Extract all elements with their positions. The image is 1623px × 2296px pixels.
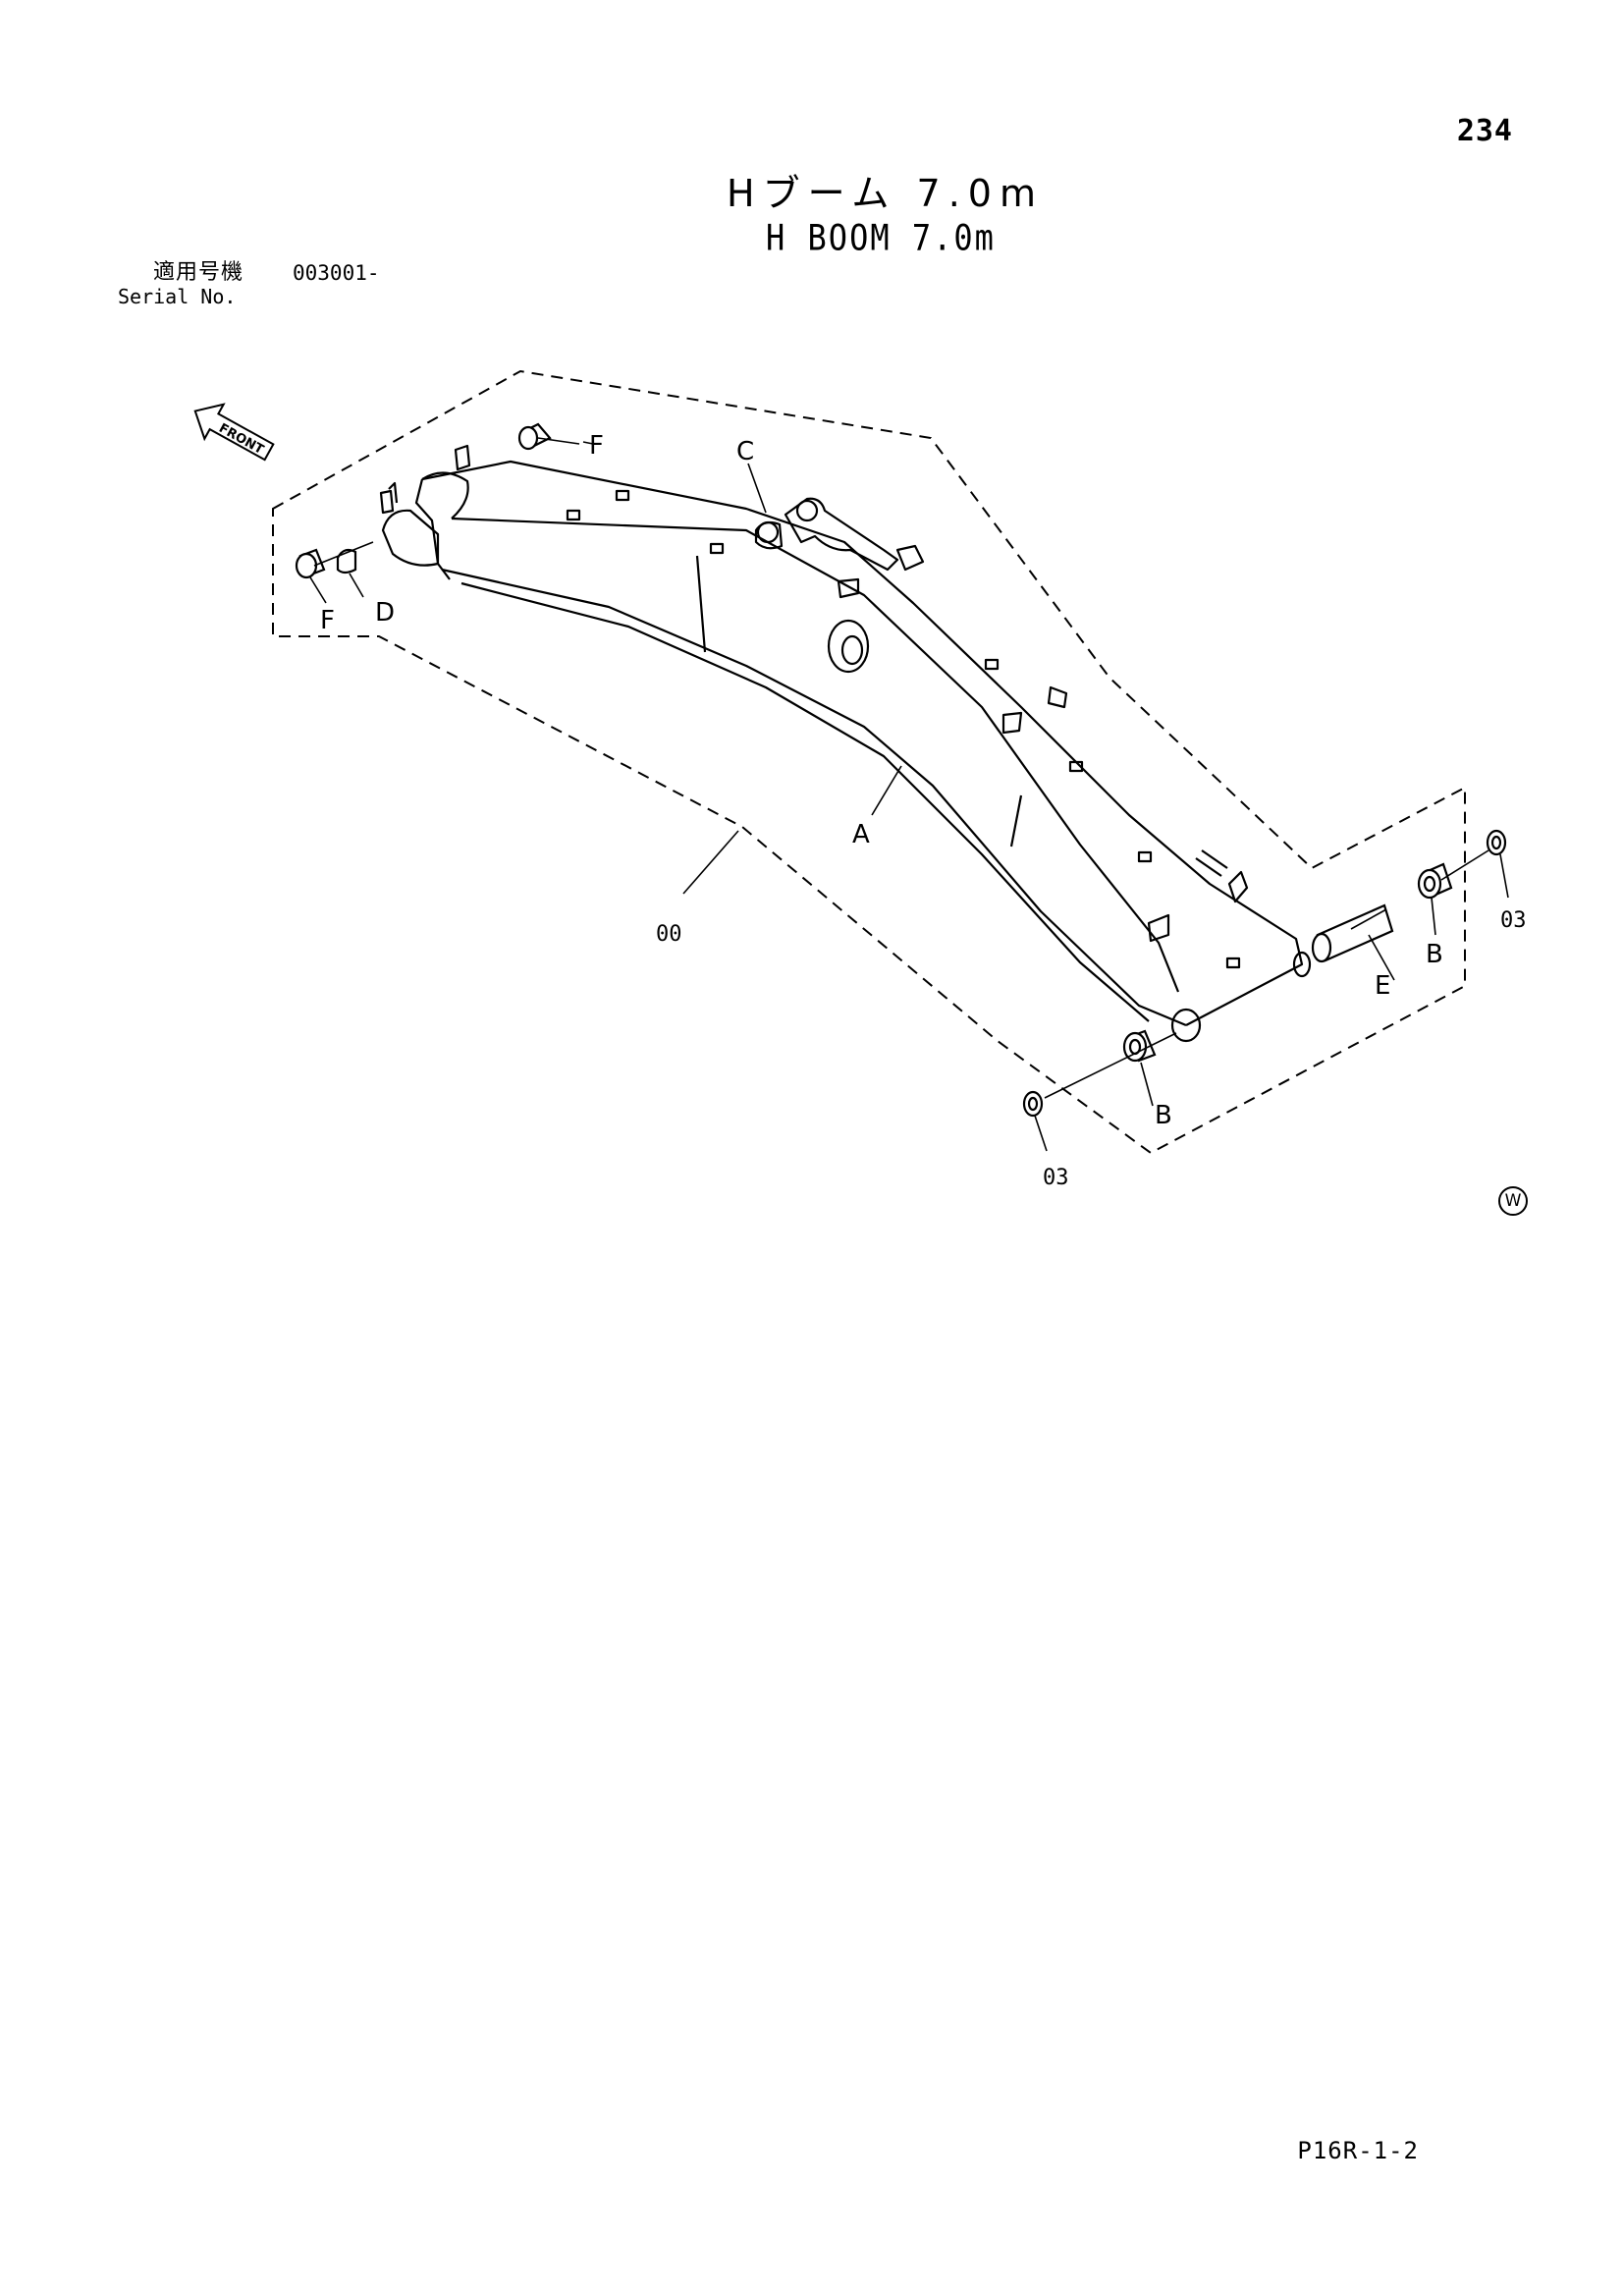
callout-shim-lower: 03 [1043, 1166, 1069, 1190]
front-arrow-icon: FRONT [193, 403, 275, 462]
callout-labels: F C F D A 00 E B 03 B 03 [320, 431, 1527, 1190]
shim-lower [1022, 1090, 1044, 1118]
callout-bushing-right: B [1426, 940, 1443, 969]
callout-stopper: D [375, 598, 395, 628]
bushing-left [295, 548, 326, 579]
bushing-right [1417, 862, 1453, 900]
page-number: 234 [1456, 114, 1513, 148]
callout-bushing-lower: B [1155, 1101, 1172, 1130]
callout-shim-right: 03 [1500, 908, 1527, 933]
serial-label-japanese: 適用号機 [153, 260, 244, 285]
stopper [336, 548, 357, 574]
callout-assembly: 00 [656, 922, 682, 947]
boom-body [379, 444, 1312, 1043]
serial-number: 003001- [293, 261, 380, 285]
leader-lines [309, 437, 1509, 1152]
callout-bracket: C [736, 437, 754, 466]
callout-pin: E [1375, 971, 1390, 1001]
shim-right [1486, 829, 1507, 856]
page-title-english: H BOOM 7.0m [766, 216, 996, 259]
pin [1311, 903, 1394, 963]
bushing-lower [1122, 1029, 1157, 1063]
page-title-japanese: Hブーム 7.0m [727, 172, 1044, 215]
variant-mark: W [1498, 1186, 1528, 1216]
callout-bushing-top: F [589, 431, 604, 461]
exploded-parts [295, 422, 1507, 1118]
callout-bushing-left: F [320, 606, 335, 635]
bushing-top [517, 422, 552, 451]
assembly-boundary [272, 369, 1466, 1155]
callout-boom: A [852, 820, 870, 849]
serial-label-english: Serial No. [118, 285, 237, 308]
footer-page-code: P16R-1-2 [1297, 2137, 1419, 2164]
